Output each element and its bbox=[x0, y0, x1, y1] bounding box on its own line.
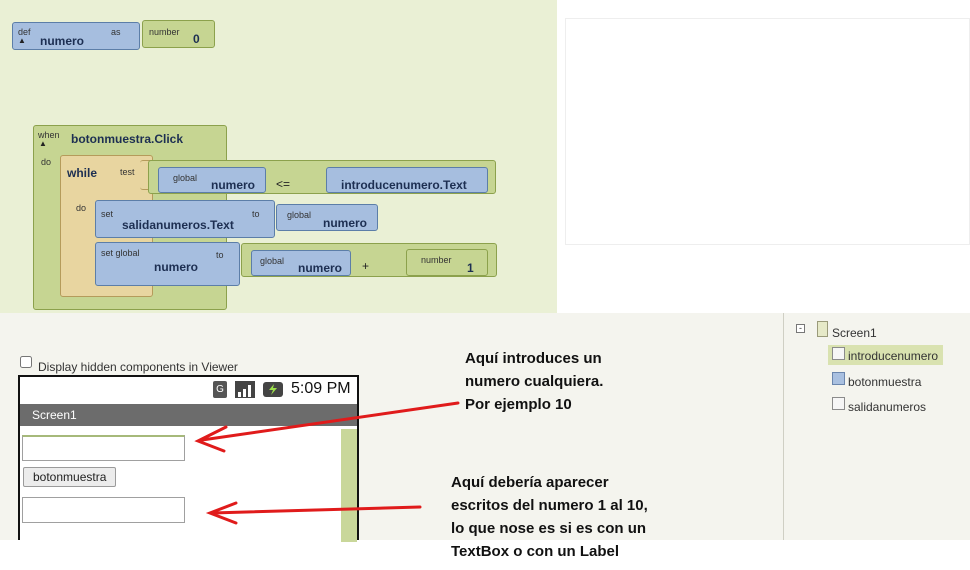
annotation-line: Aquí introduces un bbox=[465, 350, 602, 367]
leq-operator[interactable]: <= bbox=[276, 177, 291, 191]
set-text-block[interactable]: set salidanumeros.Text to bbox=[95, 200, 275, 238]
set-keyword: set bbox=[101, 209, 114, 219]
status-time: 5:09 PM bbox=[291, 380, 351, 397]
number-block-inc[interactable]: number 1 bbox=[406, 249, 488, 276]
while-keyword: while bbox=[67, 166, 98, 180]
annotation-2: Aquí debería aparecer escritos del numer… bbox=[451, 471, 648, 563]
display-hidden-label: Display hidden components in Viewer bbox=[38, 360, 238, 374]
number-value: 0 bbox=[193, 32, 200, 46]
number-label: number bbox=[421, 255, 452, 265]
introducenumero-textbox[interactable] bbox=[22, 435, 185, 461]
global-name: numero bbox=[323, 216, 368, 230]
button-icon bbox=[832, 372, 845, 385]
global-getter-set[interactable]: global numero bbox=[276, 204, 378, 231]
annotation-line: numero cualquiera. bbox=[465, 373, 604, 390]
def-variable-block[interactable]: def ▲ numero as bbox=[12, 22, 140, 50]
set-global-keyword: set global bbox=[101, 248, 140, 258]
to-keyword: to bbox=[216, 250, 224, 260]
annotation-line: lo que nose es si es con un bbox=[451, 520, 647, 537]
textbox-icon bbox=[832, 397, 845, 410]
global-label: global bbox=[287, 210, 312, 220]
signal-icon bbox=[235, 381, 255, 398]
collapse-triangle-icon[interactable]: ▲ bbox=[18, 36, 26, 45]
collapse-triangle-icon[interactable]: ▲ bbox=[39, 139, 47, 148]
screen-icon bbox=[817, 321, 828, 337]
global-name: numero bbox=[298, 261, 343, 275]
textbox-getter[interactable]: introducenumero.Text bbox=[326, 167, 488, 193]
tree-item-salidanumeros[interactable]: salidanumeros bbox=[828, 395, 943, 415]
screen-title-bar: Screen1 bbox=[20, 404, 357, 426]
test-keyword: test bbox=[120, 167, 135, 177]
tree-item-label: introducenumero bbox=[848, 349, 939, 363]
tree-item-introducenumero[interactable]: introducenumero bbox=[828, 345, 943, 365]
set-global-block[interactable]: set global numero to bbox=[95, 242, 240, 286]
annotation-line: Por ejemplo 10 bbox=[465, 396, 572, 413]
do-keyword: do bbox=[76, 203, 87, 213]
annotation-line: Aquí debería aparecer bbox=[451, 474, 609, 491]
textbox-icon bbox=[832, 347, 845, 360]
salidanumeros-textbox[interactable] bbox=[22, 497, 185, 523]
tree-item-label: salidanumeros bbox=[848, 400, 927, 414]
def-keyword: def bbox=[18, 27, 31, 37]
annotation-1: Aquí introduces un numero cualquiera. Po… bbox=[465, 347, 603, 416]
global-getter-test[interactable]: global numero bbox=[158, 167, 266, 193]
global-label: global bbox=[173, 173, 198, 183]
getter-text: introducenumero.Text bbox=[341, 178, 467, 192]
battery-icon bbox=[263, 382, 283, 397]
event-name: botonmuestra.Click bbox=[71, 132, 184, 146]
number-block-init[interactable]: number 0 bbox=[142, 20, 215, 48]
botonmuestra-button[interactable]: botonmuestra bbox=[23, 467, 117, 487]
viewer-scrollbar[interactable] bbox=[341, 429, 357, 542]
when-keyword: when bbox=[38, 130, 60, 140]
gtalk-icon: G bbox=[213, 381, 227, 398]
annotation-line: TextBox o con un Label bbox=[451, 543, 620, 560]
blocks-editor: def ▲ numero as number 0 when ▲ botonmue… bbox=[0, 0, 557, 313]
global-label: global bbox=[260, 256, 285, 266]
set-property: salidanumeros.Text bbox=[122, 218, 234, 232]
global-name: numero bbox=[211, 178, 256, 192]
def-variable-name: numero bbox=[40, 34, 85, 48]
display-hidden-checkbox[interactable] bbox=[20, 356, 32, 368]
to-keyword: to bbox=[252, 209, 260, 219]
tree-root-screen1[interactable]: Screen1 bbox=[832, 326, 877, 340]
status-bar: G 5:09 PM bbox=[20, 377, 357, 404]
collapse-minus-icon[interactable]: - bbox=[796, 324, 805, 333]
plus-operator[interactable]: + bbox=[362, 259, 370, 273]
number-label: number bbox=[149, 27, 180, 37]
set-global-name: numero bbox=[154, 260, 199, 274]
tree-item-label: botonmuestra bbox=[848, 375, 922, 389]
annotation-line: escritos del numero 1 al 10, bbox=[451, 497, 648, 514]
do-keyword: do bbox=[41, 157, 52, 167]
as-keyword: as bbox=[111, 27, 121, 37]
tree-item-botonmuestra[interactable]: botonmuestra bbox=[828, 370, 943, 390]
global-getter-sum[interactable]: global numero bbox=[251, 250, 351, 276]
viewer-blank-panel bbox=[565, 18, 970, 245]
phone-viewer: G 5:09 PM Screen1 botonmuestra bbox=[18, 375, 359, 542]
number-value: 1 bbox=[467, 261, 474, 275]
components-panel: - Screen1 introducenumero botonmuestra s… bbox=[783, 313, 970, 540]
